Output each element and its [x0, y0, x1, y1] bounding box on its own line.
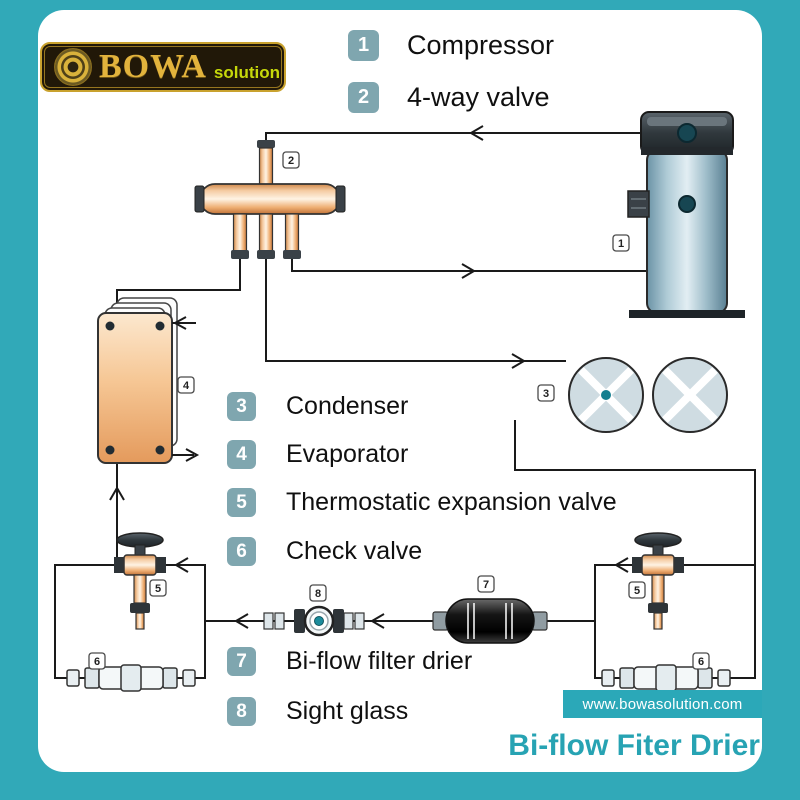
legend-label-check-valve: Check valve [286, 537, 423, 565]
legend-label-filter-drier: Bi-flow filter drier [286, 647, 473, 675]
legend-badge-3: 3 [227, 392, 256, 421]
suction-fitting [627, 190, 650, 218]
legend-label-compressor: Compressor [407, 30, 555, 60]
pipe-suction-line [291, 258, 647, 272]
tag-tev-left: 5 [155, 583, 161, 595]
suction-port-icon [678, 195, 696, 213]
legend-item-check-valve: 6 Check valve [227, 537, 422, 566]
legend-label-four-way-valve: 4-way valve [407, 82, 550, 112]
pipe-right-bypass-loop [594, 564, 756, 679]
arrow-evaporator-up [109, 486, 125, 501]
pipe-discharge-line [265, 132, 641, 140]
legend-label-sight-glass: Sight glass [286, 697, 409, 725]
legend-badge-5: 5 [227, 488, 256, 517]
legend-label-tev: Thermostatic expansion valve [286, 488, 617, 516]
website-bar[interactable]: www.bowasolution.com [563, 690, 762, 718]
pipe-left-bypass-loop [54, 564, 206, 679]
sight-glass [263, 605, 365, 637]
arrow-water-out [185, 448, 200, 462]
compressor [627, 111, 745, 318]
arrow-right-loop [614, 557, 629, 573]
tag-evaporator: 4 [183, 380, 190, 392]
filter-drier [432, 598, 548, 644]
arrow-discharge-left [469, 125, 484, 141]
tag-filter-drier: 7 [483, 579, 489, 591]
brand-suffix: solution [213, 63, 281, 82]
four-way-valve [194, 140, 346, 259]
website-url[interactable]: www.bowasolution.com [582, 695, 743, 713]
check-valve-left [66, 664, 196, 692]
tag-tev-right: 5 [634, 585, 640, 597]
legend-badge-1: 1 [348, 30, 379, 61]
arrow-liquid-1 [234, 613, 249, 629]
legend-label-evaporator: Evaporator [286, 440, 409, 468]
arrow-condenser-right [511, 353, 526, 369]
legend-badge-4: 4 [227, 440, 256, 469]
tag-condenser: 3 [543, 388, 549, 400]
tag-sight-glass: 8 [315, 588, 321, 600]
arrow-suction-right [461, 263, 476, 279]
legend-badge-2: 2 [348, 82, 379, 113]
check-valve-right [601, 664, 731, 692]
flow-arrows [109, 125, 629, 629]
legend-item-condenser: 3 Condenser [227, 392, 408, 421]
pipe-condenser-outlet [514, 420, 756, 565]
tev-right [631, 532, 685, 630]
legend-badge-7: 7 [227, 647, 256, 676]
legend-item-evaporator: 4 Evaporator [227, 440, 408, 469]
legend-item-filter-drier: 7 Bi-flow filter drier [227, 647, 472, 676]
evaporator [97, 297, 200, 464]
legend-badge-6: 6 [227, 537, 256, 566]
legend-item-tev: 5 Thermostatic expansion valve [227, 488, 617, 517]
legend-item-compressor: 1 Compressor [348, 30, 554, 61]
discharge-port-icon [677, 123, 697, 143]
tag-four-way-valve: 2 [288, 155, 294, 167]
legend-badge-8: 8 [227, 697, 256, 726]
legend-label-condenser: Condenser [286, 392, 409, 420]
brand-emblem-icon [54, 48, 92, 86]
pipe-to-condenser [265, 258, 566, 362]
arrow-liquid-2 [370, 613, 385, 629]
pipe-to-evaporator [116, 258, 241, 313]
arrow-water-in [172, 316, 187, 330]
condenser-fans [568, 357, 728, 433]
tag-compressor: 1 [618, 238, 624, 250]
brand-name: BOWA [99, 48, 207, 85]
arrow-left-loop [174, 557, 189, 573]
page-title: Bi-flow Fiter Drier [508, 729, 760, 762]
legend-item-sight-glass: 8 Sight glass [227, 697, 408, 726]
brand-logo: BOWA solution [40, 42, 286, 92]
tag-check-valve-left: 6 [94, 656, 100, 668]
tag-check-valve-right: 6 [698, 656, 704, 668]
compressor-base [629, 310, 745, 318]
component-tags: 1 2 3 4 5 5 6 6 7 8 [88, 151, 710, 670]
legend-item-four-way-valve: 2 4-way valve [348, 82, 550, 113]
